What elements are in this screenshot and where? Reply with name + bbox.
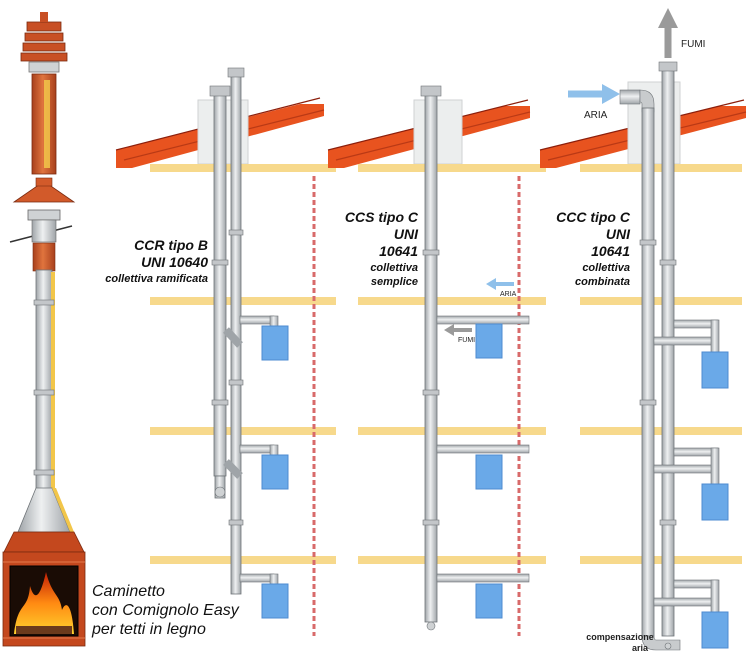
mounting-bracket (27, 209, 61, 221)
fireplace-caption-line3: per tetti in legno (91, 621, 206, 638)
flue-pipe (424, 91, 438, 623)
floor-slab (580, 427, 742, 435)
compensation-label-line1: compensazione (586, 632, 654, 642)
smoke-label: FUMI (681, 39, 705, 50)
terminal-cap (209, 85, 231, 97)
air-label: ARIA (584, 110, 608, 121)
floor-slab (150, 427, 336, 435)
system-standard: UNI (394, 226, 419, 242)
system-standard: UNI 10640 (141, 254, 208, 270)
roof-flashing (12, 183, 76, 203)
fireplace-firebox (2, 531, 86, 647)
system-standard-number: 10641 (379, 243, 418, 259)
boiler-unit (261, 454, 289, 490)
smoke-label: FUMI (458, 337, 475, 344)
system-ccs: ARIA FUMI CCS tipo C UNI 10641 collettiv… (327, 85, 546, 636)
boiler-unit (701, 483, 729, 521)
boiler-unit (261, 325, 289, 361)
chimney-cap (20, 12, 68, 73)
floor-slab (580, 297, 742, 305)
fireplace-chimney: Caminetto con Comignolo Easy per tetti i… (2, 12, 240, 647)
smoke-arrow (444, 324, 472, 336)
floor-slab (358, 427, 546, 435)
boiler-unit (475, 323, 503, 359)
system-ccr: CCR tipo B UNI 10640 collettiva ramifica… (105, 67, 336, 636)
compensation-label-line2: aria (632, 643, 649, 653)
system-description: collettiva ramificata (105, 273, 208, 285)
roof-chimney-box (413, 99, 463, 165)
fireplace-caption-line2: con Comignolo Easy (92, 602, 240, 619)
system-name: CCC tipo C (556, 209, 631, 225)
floor-slab (150, 164, 336, 172)
fire-flames (14, 572, 74, 634)
air-supply-pipe (641, 107, 655, 637)
terminal-cap (420, 85, 442, 97)
system-standard: UNI (606, 226, 631, 242)
system-description: semplice (371, 276, 418, 288)
smoke-arrow (658, 8, 678, 58)
air-arrow (486, 278, 514, 290)
system-description: collettiva (370, 262, 418, 274)
system-name: CCR tipo B (134, 237, 208, 253)
floor-slab (580, 556, 742, 564)
floor-slab (358, 556, 546, 564)
boiler-unit (701, 611, 729, 649)
floor-slab (150, 556, 336, 564)
air-arrow (568, 84, 620, 104)
boiler-unit (475, 583, 503, 619)
fireplace-caption-line1: Caminetto (92, 583, 165, 600)
floor-slab (150, 297, 336, 305)
system-description: collettiva (582, 262, 630, 274)
system-name: CCS tipo C (345, 209, 419, 225)
air-label: ARIA (500, 291, 517, 298)
boiler-unit (475, 454, 503, 490)
system-description: combinata (575, 276, 630, 288)
flue-pipe (213, 91, 227, 477)
system-standard-number: 10641 (591, 243, 630, 259)
terminal-cap (227, 67, 245, 78)
boiler-unit (701, 351, 729, 389)
floor-slab (580, 164, 742, 172)
system-ccc: ARIA FUMI CCC tipo C UNI 10641 collettiv… (539, 8, 747, 653)
floor-slab (358, 164, 546, 172)
terminal-cap (658, 61, 678, 72)
floor-slab (358, 297, 546, 305)
boiler-unit (261, 583, 289, 619)
flue-pipe (661, 67, 675, 637)
